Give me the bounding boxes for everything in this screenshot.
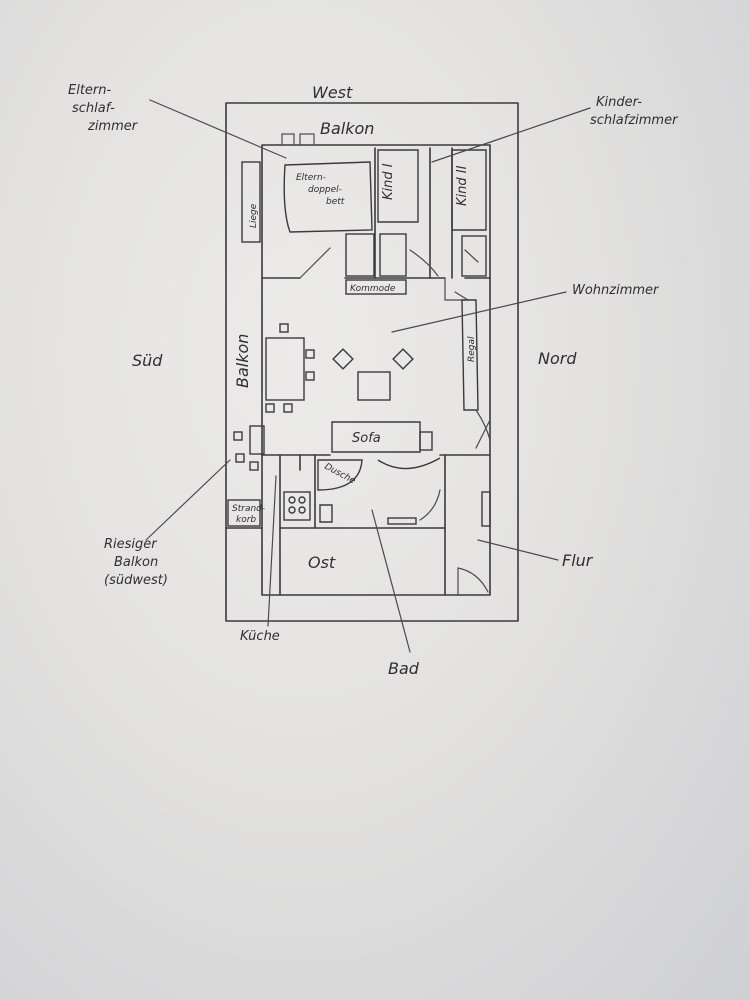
dining-table (265, 337, 305, 401)
liege-label: Liege (249, 203, 259, 228)
kind1-label: Kind I (381, 163, 396, 200)
strandkorb-label-1: Strand- (232, 504, 265, 514)
chair-3 (305, 371, 315, 381)
sofa-label: Sofa (352, 431, 381, 446)
kueche-label: Küche (240, 629, 280, 644)
apartment-outline (261, 144, 491, 596)
chair-2 (305, 349, 315, 359)
riesiger-balkon-label-1: Riesiger (104, 537, 158, 552)
balcony-chair-2 (235, 453, 245, 463)
hall-corner (444, 277, 466, 301)
wohnzimmer-label: Wohnzimmer (572, 283, 660, 298)
kitchen-stove (283, 491, 311, 521)
eltern-schlafzimmer-label-2: schlaf- (72, 101, 115, 116)
balcony-chair-3 (249, 461, 259, 471)
liege (241, 161, 261, 243)
bed-kind1 (377, 149, 419, 223)
living-door-swing (475, 409, 491, 441)
sofa-armrest (419, 431, 433, 451)
regal (461, 299, 479, 411)
riesiger-balkon-label-2: Balkon (114, 555, 158, 570)
kitchen-sink (319, 504, 333, 523)
callout-lines (145, 99, 591, 653)
riesiger-balkon-label-3: (südwest) (104, 573, 168, 588)
armchair-right (392, 348, 414, 370)
ost-label: Ost (308, 553, 336, 572)
balkon-top-label: Balkon (320, 119, 374, 138)
strandkorb-label-2: korb (236, 515, 256, 525)
dusche-label: Dusche (323, 462, 358, 487)
bath-door-swing (419, 489, 441, 521)
kinder-schlafzimmer-label-2: schlafzimmer (590, 113, 679, 128)
elterndoppelbett-label-2: doppel- (308, 185, 342, 195)
sued-label: Süd (132, 351, 163, 370)
bath-sink (387, 517, 417, 525)
hall-door-swing (454, 291, 469, 301)
elterndoppelbett-label-1: Eltern- (296, 173, 326, 183)
kind2-label: Kind II (455, 165, 470, 206)
nord-label: Nord (538, 349, 577, 368)
kinder-schlafzimmer-label-1: Kinder- (596, 95, 642, 110)
chair-4 (283, 403, 293, 413)
eltern-schlafzimmer-label-3: zimmer (87, 119, 139, 134)
elterndoppelbett-label-3: bett (326, 197, 345, 207)
lower-walls (261, 454, 491, 596)
strandkorb (227, 499, 261, 527)
coffee-table (357, 371, 391, 401)
flur-closet (481, 491, 491, 527)
entry-door-swing (457, 567, 489, 595)
outer-boundary (225, 102, 519, 622)
kommode (345, 279, 407, 295)
bathtub (377, 457, 441, 470)
flur-label: Flur (562, 551, 594, 570)
regal-label: Regal (467, 336, 477, 362)
bad-label: Bad (388, 659, 420, 678)
wardrobe-left (345, 233, 375, 277)
balkon-side-label: Balkon (233, 334, 252, 388)
balcony-table (249, 425, 265, 455)
balcony-chair-1 (233, 431, 243, 441)
top-balcony-doors (281, 133, 315, 146)
armchair-left (332, 348, 354, 370)
wardrobe-kind2 (461, 235, 487, 277)
wardrobe-right (379, 233, 407, 277)
chair-5 (265, 403, 275, 413)
elterndoppelbett (283, 161, 373, 233)
bed-kind2 (451, 149, 487, 231)
eltern-schlafzimmer-label-1: Eltern- (68, 83, 112, 98)
kommode-label: Kommode (350, 284, 396, 294)
bedroom-walls (261, 147, 491, 279)
hall-door-line (475, 419, 491, 449)
sofa (331, 421, 421, 453)
dusche (317, 459, 363, 491)
west-label: West (312, 83, 353, 102)
chair-1 (279, 323, 289, 333)
